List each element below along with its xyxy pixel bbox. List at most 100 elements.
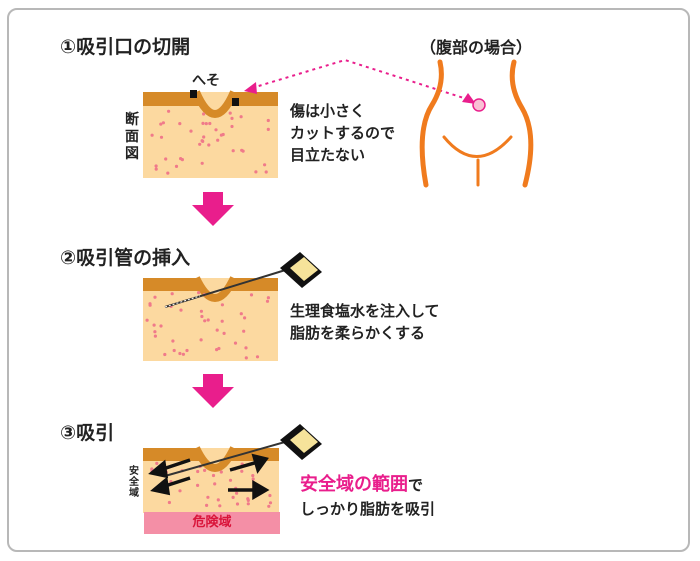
fat-dot [222,331,226,335]
fat-dot [163,352,167,357]
fat-dot [246,502,250,506]
fat-dot [145,318,149,322]
fat-dot [244,346,248,350]
suction-arrows [148,453,270,501]
fat-dot [199,338,203,342]
danger-zone: 危険域 [144,512,280,534]
fat-dot [266,296,270,300]
fat-dot [265,299,270,303]
fat-dot [231,149,235,153]
danger-zone-label: 危険域 [192,515,232,530]
step3-note-line1: 安全域の範囲で [300,474,423,496]
fat-dot [263,163,267,167]
fat-dot [152,323,156,327]
fat-dot [196,469,200,474]
step1-note-line3: 目立たない [290,146,366,164]
fat-dot [200,161,204,165]
fat-dot [154,164,158,168]
fat-dot [198,142,202,146]
abdomen-title: （腹部の場合） [420,38,533,57]
fat-dot [216,138,220,142]
fat-dot [166,171,170,175]
fat-dot [215,348,219,352]
step3-title: ③吸引 [60,422,115,444]
fat-dot [153,334,157,338]
fat-dot [153,295,157,299]
fat-dot [179,157,183,161]
step2-note-line2: 脂肪を柔らかくする [290,324,426,342]
fat-dot [231,495,235,499]
fat-dot [206,318,210,322]
fat-dot [203,319,207,323]
fat-dot [240,148,244,152]
fat-dot [266,127,270,131]
fat-dot [267,504,271,508]
fat-dot [206,495,210,499]
fat-dot [254,170,258,174]
fat-dot [185,348,189,353]
fat-dot [199,309,203,313]
fat-dot [148,303,152,307]
fat-dot [178,122,182,126]
cross-section-label: 断面図 [125,112,139,162]
step2-title: ②吸引管の挿入 [60,247,191,269]
fat-dot [239,312,243,316]
fat-dot [268,501,273,505]
safe-range-highlight: 安全域の範囲 [300,474,408,495]
fat-dot [214,128,218,132]
fat-dot [215,328,219,332]
fat-dot [178,489,182,493]
fat-dot [174,164,179,168]
fat-dot [207,143,211,147]
fat-dot [235,502,240,506]
step1-title: ①吸引口の切開 [60,36,191,58]
fat-dot [264,170,268,174]
fat-dot [202,135,206,139]
fat-dot [196,483,200,487]
skin-block-1 [143,90,278,178]
fat-dot [221,132,225,137]
fat-dot [197,291,201,295]
fat-dot [161,121,165,125]
fat-dot [242,329,246,333]
fat-dot [239,115,243,119]
fat-dot [249,293,254,297]
fat-dot [244,356,248,360]
fat-dot [202,112,206,116]
fat-dot [201,121,205,125]
fat-dot [240,469,244,473]
fat-dot [235,491,239,495]
fat-dot [251,474,255,478]
fat-dot [159,122,163,126]
fat-dot [159,324,163,328]
fat-dot [167,109,171,113]
navel-mark [472,98,486,112]
fat-dot [230,116,234,120]
fat-dot [228,478,233,482]
fat-dot [155,461,159,465]
navel-label: へそ [192,73,220,89]
diagram-frame [7,8,690,552]
fat-dot [171,339,175,343]
fat-dot [164,157,168,161]
step2-note-line1: 生理食塩水を注入して [290,302,440,320]
fat-dot [246,497,250,501]
fat-dot [203,468,207,472]
fat-dot [211,473,216,478]
fat-dot [189,129,193,133]
fat-dot [218,504,222,508]
fat-dots-1 [150,109,270,175]
safe-zone-label: 安全域 [129,466,139,499]
fat-dot [233,341,238,345]
fat-dot [200,314,204,319]
fat-dot [200,139,204,143]
fat-dot [208,121,212,126]
fat-dot [178,351,182,356]
fat-dot [230,124,234,129]
